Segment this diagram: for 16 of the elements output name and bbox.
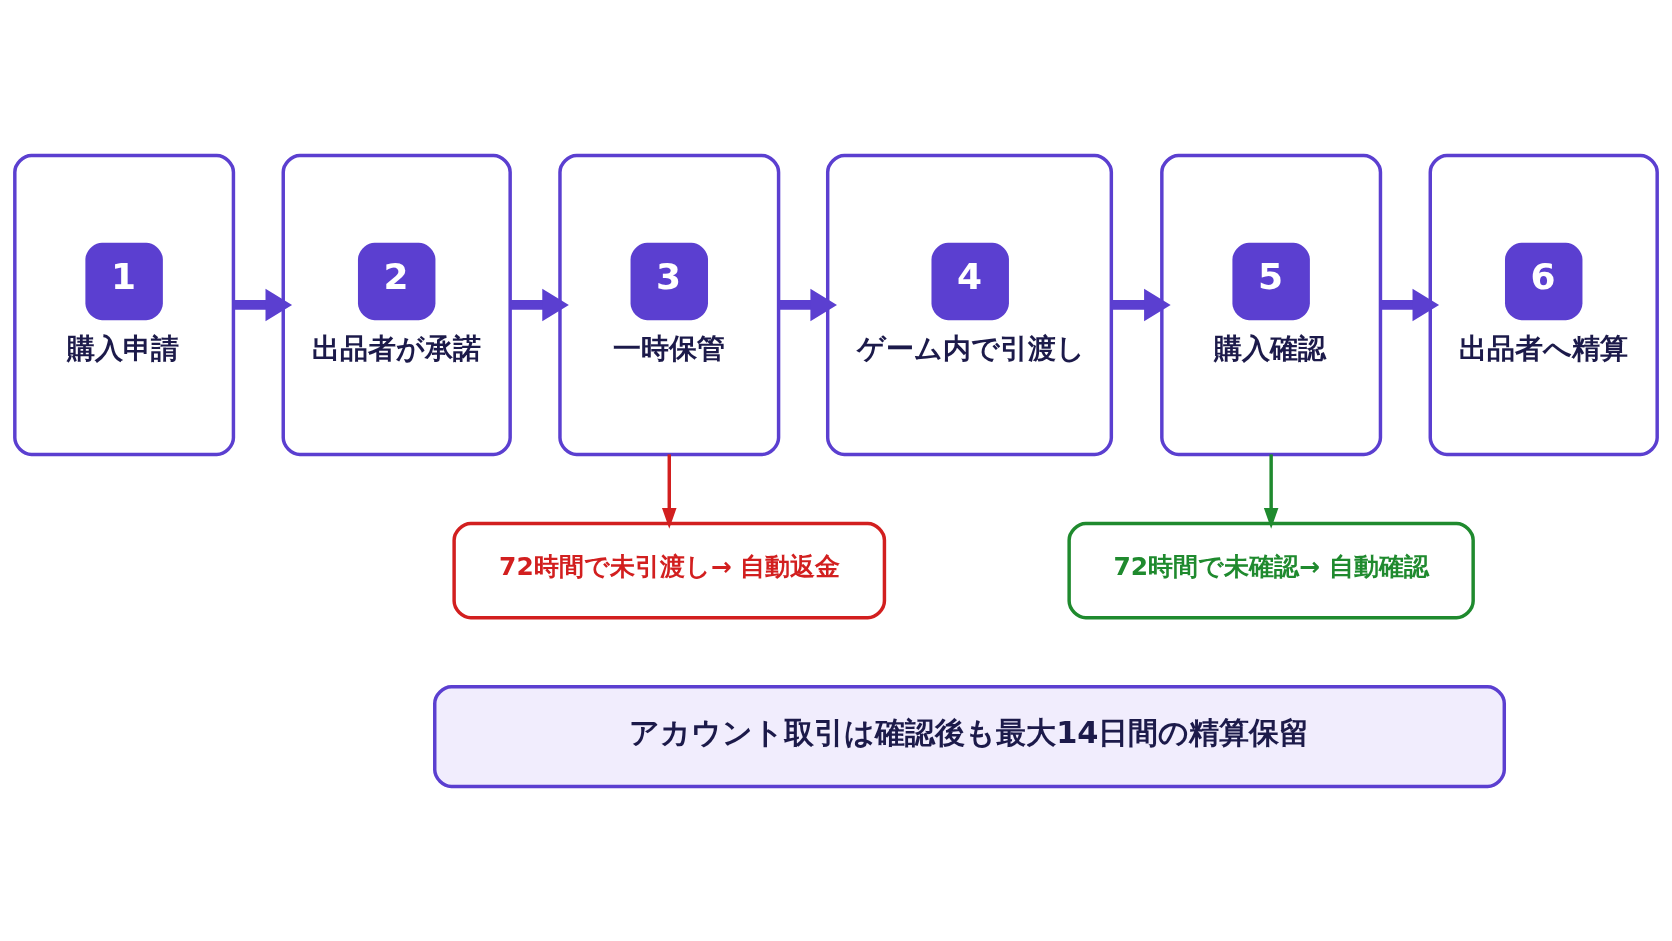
node-box: 3 一時保管 [558,153,781,456]
node-box: 5 購入確認 [1160,153,1383,456]
node-box: 2 出品者が承諾 [281,153,512,456]
arrow [510,288,569,321]
node-box: 1 購入申請 [13,153,236,456]
node-box: 72時間で未引渡し→ 自動返金 [452,521,887,619]
arrow [778,288,837,321]
arrow [1380,288,1440,321]
node-box: 4 ゲーム内で引渡し [825,153,1114,456]
node-box: アカウント取引は確認後も最大14日間の精算保留 [433,684,1506,788]
arrow [1111,288,1171,321]
node-box: 6 出品者へ精算 [1428,153,1659,456]
arrow [662,453,677,529]
node-box: 72時間で未確認→ 自動確認 [1067,521,1475,619]
arrow [1263,453,1279,529]
arrow [233,288,293,321]
